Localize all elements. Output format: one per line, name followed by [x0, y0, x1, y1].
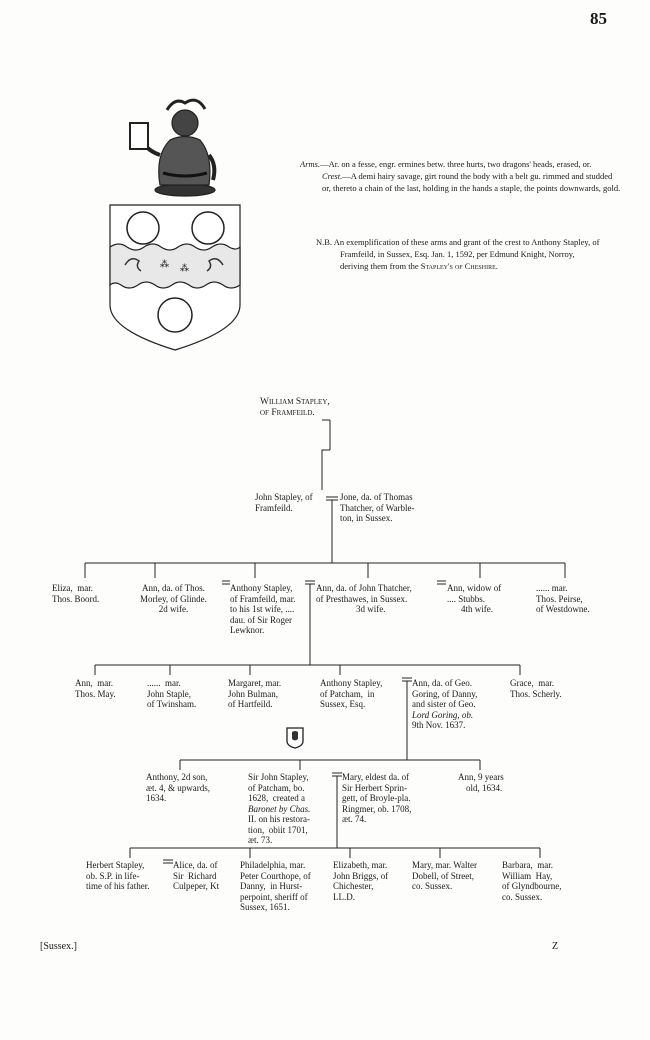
- anthony-2d-son: Anthony, 2d son, æt. 4, & upwards, 1634.: [146, 772, 210, 803]
- county-footer: [Sussex.]: [40, 941, 77, 952]
- nb-text: An exemplification of these arms and gra…: [333, 237, 600, 271]
- arms-label: Arms.: [300, 159, 321, 169]
- jone-thatcher: Jone, da. of Thomas Thatcher, of Warble-…: [340, 492, 415, 523]
- ann-thatcher: Ann, da. of John Thatcher, of Presthawes…: [316, 583, 412, 614]
- john-staple: ...... mar. John Staple, of Twinsham.: [147, 678, 197, 709]
- margaret: Margaret, mar. John Bulman, of Hartfeild…: [228, 678, 282, 709]
- anthony-stapley-framfeild: Anthony Stapley, of Framfeild, mar. to h…: [230, 583, 296, 635]
- svg-text:⁂: ⁂: [160, 259, 169, 269]
- mary-dobell: Mary, mar. Walter Dobell, of Street, co.…: [412, 860, 478, 891]
- philadelphia: Philadelphia, mar. Peter Courthope, of D…: [240, 860, 311, 912]
- ann-widow-stubbs: Ann, widow of .... Stubbs. 4th wife.: [447, 583, 502, 614]
- eliza: Eliza, mar. Thos. Boord.: [52, 583, 100, 604]
- ann-may: Ann, mar. Thos. May.: [75, 678, 116, 699]
- alice-culpeper: Alice, da. of Sir Richard Culpeper, Kt: [173, 860, 220, 891]
- shield-icon: ⁂ ⁂: [109, 204, 241, 351]
- sir-john-stapley: Sir John Stapley, of Patcham, bo. 1628, …: [248, 772, 311, 845]
- nb-tail: Stapley's of Cheshire.: [420, 261, 498, 271]
- ann-goring: Ann, da. of Geo. Goring, of Danny, and s…: [412, 678, 478, 730]
- nb-note: N.B. An exemplification of these arms an…: [316, 236, 600, 272]
- svg-text:⁂: ⁂: [180, 263, 189, 273]
- arms-text: —Ar. on a fesse, engr. ermines betw. thr…: [320, 159, 592, 169]
- anthony-stapley-patcham: Anthony Stapley, of Patcham, in Sussex, …: [320, 678, 383, 709]
- arms-description: Arms.—Ar. on a fesse, engr. ermines betw…: [300, 158, 622, 194]
- page-number: 85: [590, 9, 607, 28]
- grace: Grace, mar. Thos. Scherly.: [510, 678, 562, 699]
- peirse: ...... mar. Thos. Peirse, of Westdowne.: [536, 583, 590, 614]
- crest-savage-icon: [129, 98, 217, 197]
- crest-label: Crest.: [322, 171, 343, 181]
- william-stapley: William Stapley, of Framfeild.: [260, 397, 330, 418]
- signature-mark: Z: [552, 941, 559, 952]
- coat-of-arms-illustration: ⁂ ⁂: [109, 98, 241, 351]
- ann-morley: Ann, da. of Thos. Morley, of Glinde. 2d …: [140, 583, 207, 614]
- herbert-stapley: Herbert Stapley, ob. S.P. in life- time …: [86, 860, 150, 891]
- john-stapley: John Stapley, of Framfeild.: [255, 492, 313, 513]
- nb-label: N.B.: [316, 237, 333, 247]
- ann-9-years: Ann, 9 years old, 1634.: [458, 772, 504, 793]
- baronet-badge-icon: [286, 727, 304, 749]
- elizabeth: Elizabeth, mar. John Briggs, of Chichest…: [333, 860, 389, 902]
- barbara: Barbara, mar. William Hay, of Glyndbourn…: [502, 860, 562, 902]
- crest-text: —A demi hairy savage, girt round the bod…: [322, 171, 621, 193]
- mary-springett: Mary, eldest da. of Sir Herbert Sprin- g…: [342, 772, 412, 824]
